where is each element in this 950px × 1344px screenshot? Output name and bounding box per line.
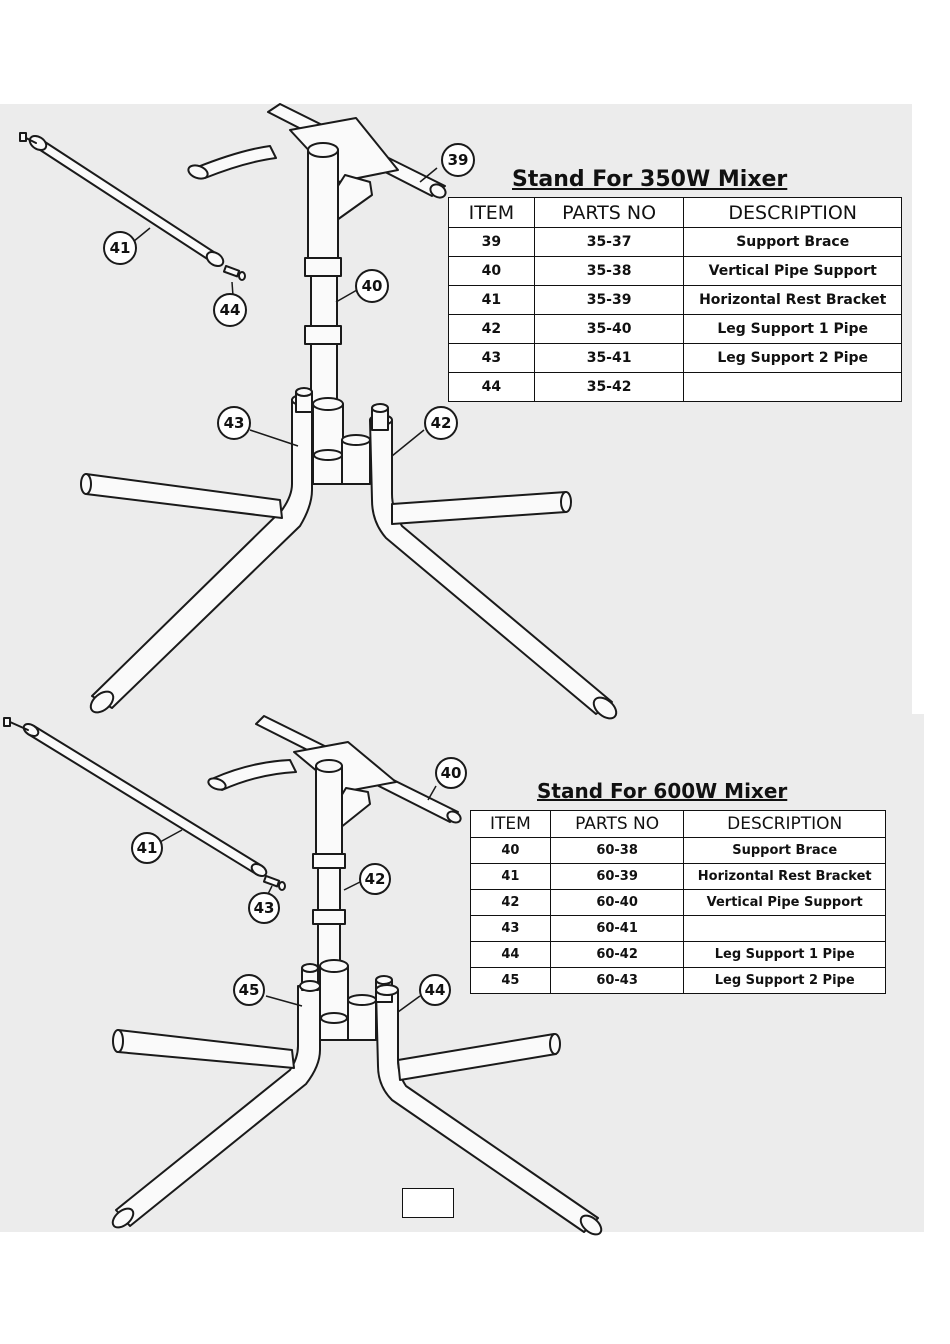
cell-description: Vertical Pipe Support xyxy=(683,889,886,916)
cell-parts-no: 60-39 xyxy=(549,863,685,890)
cell-description: Leg Support 1 Pipe xyxy=(683,314,902,344)
pin-350w xyxy=(222,265,246,281)
header-item: ITEM xyxy=(470,810,551,838)
callout-label: 43 xyxy=(224,414,245,432)
cell-description xyxy=(683,915,886,942)
table-row: 42 60-40 Vertical Pipe Support xyxy=(470,889,886,916)
table-row: 40 60-38 Support Brace xyxy=(470,837,886,864)
callout-43: 43 xyxy=(248,892,280,924)
cell-parts-no: 35-40 xyxy=(533,314,685,344)
vertical-pipe-600w xyxy=(312,759,346,971)
horizontal-rest-bracket-600w xyxy=(3,717,268,877)
pin-600w xyxy=(262,875,286,891)
callout-43: 43 xyxy=(217,406,251,440)
stand-350w-drawing: 39 41 44 40 43 42 xyxy=(19,103,618,720)
callout-44: 44 xyxy=(213,293,247,327)
cell-item: 43 xyxy=(448,343,535,373)
cell-description: Support Brace xyxy=(683,837,886,864)
callout-42: 42 xyxy=(424,406,458,440)
table-row: 44 35-42 xyxy=(448,372,902,402)
cell-parts-no: 60-43 xyxy=(549,967,685,994)
leg-base-600w xyxy=(111,959,603,1236)
callout-label: 42 xyxy=(431,414,452,432)
cell-parts-no: 35-41 xyxy=(533,343,685,373)
callout-label: 39 xyxy=(448,151,469,169)
callout-label: 40 xyxy=(362,277,383,295)
callout-label: 42 xyxy=(365,870,386,888)
header-item: ITEM xyxy=(448,197,535,228)
table-header-row: ITEM PARTS NO DESCRIPTION xyxy=(448,197,902,228)
cell-item: 40 xyxy=(448,256,535,286)
table-row: 45 60-43 Leg Support 2 Pipe xyxy=(470,967,886,994)
cell-parts-no: 60-38 xyxy=(549,837,685,864)
callout-39: 39 xyxy=(441,143,475,177)
callout-42: 42 xyxy=(359,863,391,895)
header-description: DESCRIPTION xyxy=(683,197,902,228)
cell-item: 45 xyxy=(470,967,551,994)
callout-label: 40 xyxy=(441,764,462,782)
cell-item: 39 xyxy=(448,227,535,257)
leg-base-350w xyxy=(80,387,618,720)
table-row: 44 60-42 Leg Support 1 Pipe xyxy=(470,941,886,968)
cell-parts-no: 35-39 xyxy=(533,285,685,315)
cell-description: Leg Support 2 Pipe xyxy=(683,967,886,994)
callout-label: 45 xyxy=(239,981,260,999)
cell-description: Leg Support 1 Pipe xyxy=(683,941,886,968)
support-brace-600w xyxy=(207,715,462,839)
cell-item: 44 xyxy=(470,941,551,968)
vertical-pipe-350w xyxy=(304,142,342,409)
cell-item: 44 xyxy=(448,372,535,402)
callout-label: 41 xyxy=(137,839,158,857)
callout-label: 43 xyxy=(254,899,275,917)
cell-description xyxy=(683,372,902,402)
cell-description: Horizontal Rest Bracket xyxy=(683,863,886,890)
table-row: 40 35-38 Vertical Pipe Support xyxy=(448,256,902,286)
cell-item: 41 xyxy=(470,863,551,890)
stand-350w-parts-table: ITEM PARTS NO DESCRIPTION 39 35-37 Suppo… xyxy=(448,197,902,402)
stand-600w-parts-table: ITEM PARTS NO DESCRIPTION 40 60-38 Suppo… xyxy=(470,810,886,994)
cell-parts-no: 35-42 xyxy=(533,372,685,402)
cell-description: Leg Support 2 Pipe xyxy=(683,343,902,373)
cell-item: 41 xyxy=(448,285,535,315)
table-row: 43 60-41 xyxy=(470,915,886,942)
horizontal-rest-bracket-350w xyxy=(19,132,225,268)
page-number-box xyxy=(402,1188,454,1218)
callout-label: 41 xyxy=(110,239,131,257)
callout-45: 45 xyxy=(233,974,265,1006)
callout-40: 40 xyxy=(435,757,467,789)
cell-parts-no: 60-40 xyxy=(549,889,685,916)
callout-41: 41 xyxy=(103,231,137,265)
table-row: 41 60-39 Horizontal Rest Bracket xyxy=(470,863,886,890)
callout-label: 44 xyxy=(220,301,241,319)
stand-350w-title: Stand For 350W Mixer xyxy=(512,167,788,192)
cell-item: 40 xyxy=(470,837,551,864)
cell-description: Horizontal Rest Bracket xyxy=(683,285,902,315)
cell-parts-no: 60-42 xyxy=(549,941,685,968)
cell-item: 42 xyxy=(470,889,551,916)
table-row: 43 35-41 Leg Support 2 Pipe xyxy=(448,343,902,373)
stand-600w-title: Stand For 600W Mixer xyxy=(537,779,788,803)
cell-parts-no: 35-37 xyxy=(533,227,685,257)
cell-item: 42 xyxy=(448,314,535,344)
table-row: 39 35-37 Support Brace xyxy=(448,227,902,257)
stand-600w-drawing: 40 41 43 42 45 44 xyxy=(3,715,603,1236)
header-parts-no: PARTS NO xyxy=(533,197,685,228)
callout-40: 40 xyxy=(355,269,389,303)
cell-parts-no: 60-41 xyxy=(549,915,685,942)
cell-description: Vertical Pipe Support xyxy=(683,256,902,286)
callout-44: 44 xyxy=(419,974,451,1006)
cell-item: 43 xyxy=(470,915,551,942)
header-description: DESCRIPTION xyxy=(683,810,886,838)
cell-parts-no: 35-38 xyxy=(533,256,685,286)
table-row: 41 35-39 Horizontal Rest Bracket xyxy=(448,285,902,315)
callout-label: 44 xyxy=(425,981,446,999)
table-header-row: ITEM PARTS NO DESCRIPTION xyxy=(470,810,886,838)
table-row: 42 35-40 Leg Support 1 Pipe xyxy=(448,314,902,344)
header-parts-no: PARTS NO xyxy=(549,810,685,838)
callout-41: 41 xyxy=(131,832,163,864)
cell-description: Support Brace xyxy=(683,227,902,257)
